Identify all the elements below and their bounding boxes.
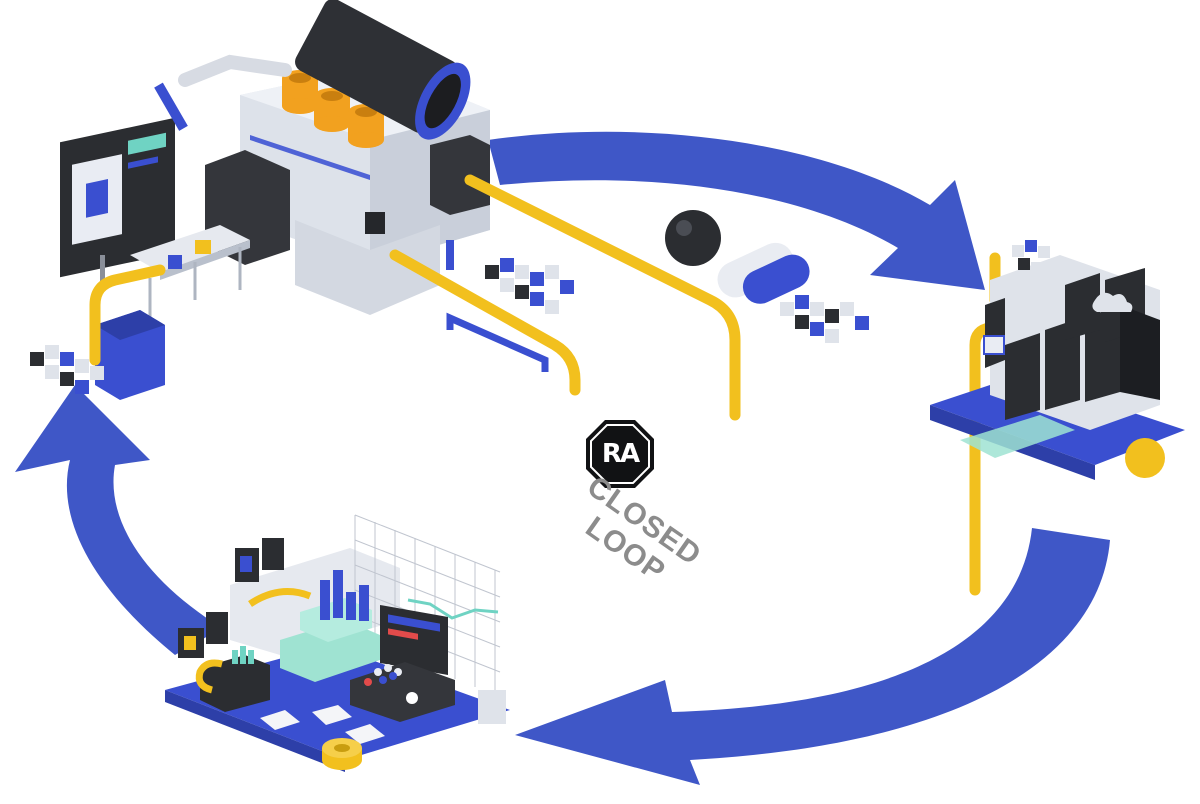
analytics-workspace-icon: [165, 514, 510, 772]
octagon-logo-icon: [586, 420, 654, 488]
cube-clusters: [30, 258, 869, 394]
arrow-left-icon: [15, 385, 222, 655]
cycle-arrows: [15, 131, 1110, 785]
logo-text: RA: [601, 439, 640, 469]
server-cloud-icon: [930, 240, 1185, 480]
ra-logo: RA: [584, 418, 656, 490]
arrow-bottom-icon: [515, 528, 1110, 785]
material-shapes: [665, 210, 810, 304]
manufacturing-machine-icon: [60, 0, 490, 400]
arrow-top-icon: [488, 131, 985, 290]
